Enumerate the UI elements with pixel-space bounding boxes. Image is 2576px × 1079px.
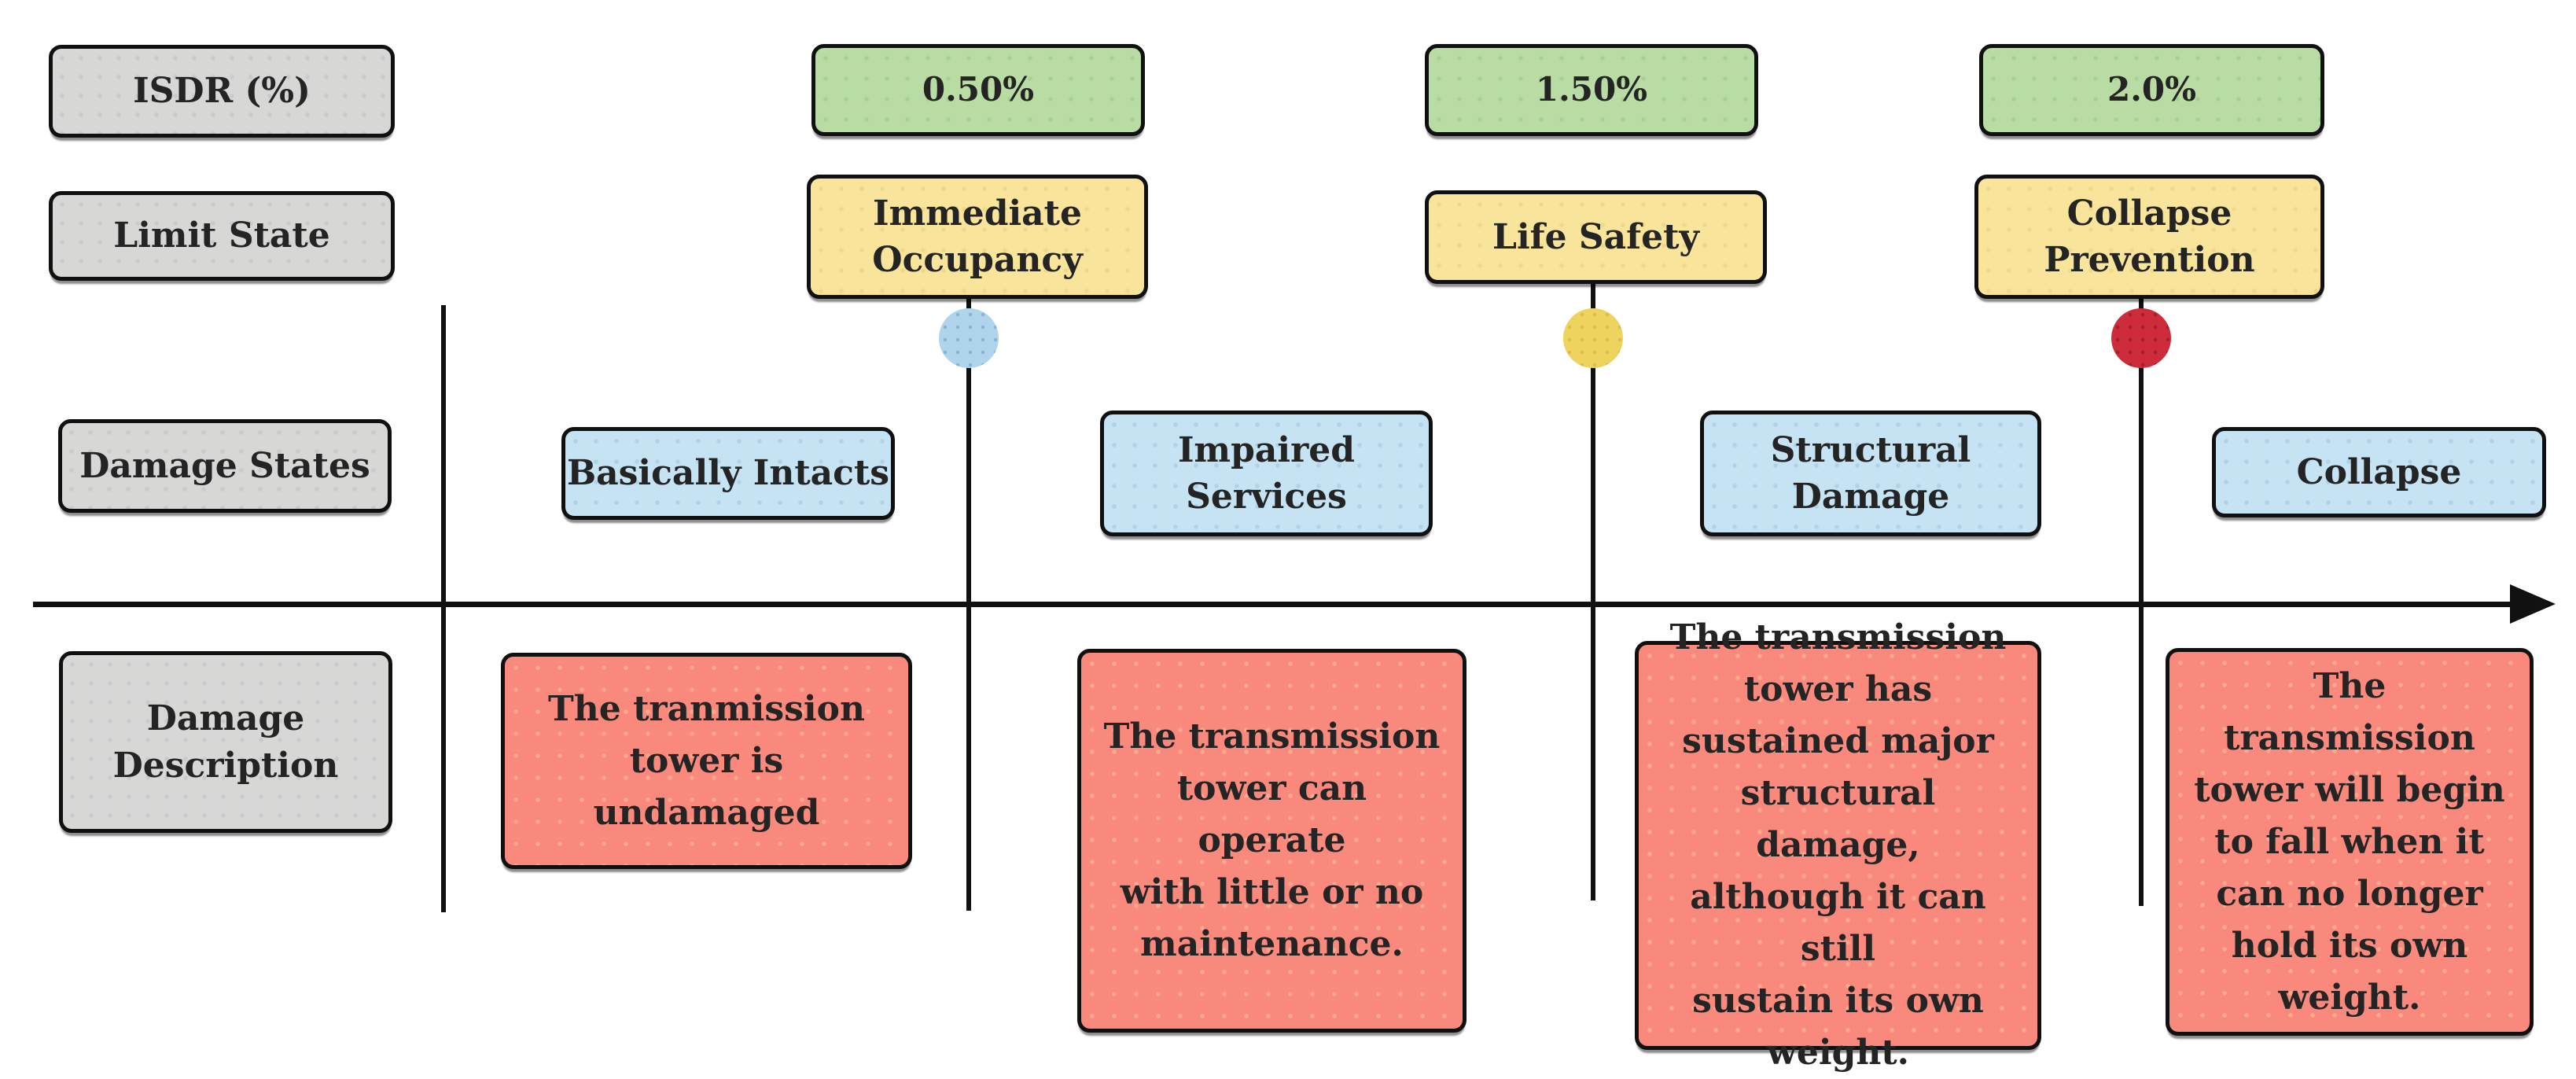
limit-state-collapse-prevention: Collapse Prevention	[1974, 175, 2324, 299]
limit-state-immediate-occupancy: Immediate Occupancy	[807, 175, 1148, 299]
damage-state-basically-intacts: Basically Intacts	[561, 427, 895, 520]
isdr-axis-arrowhead-icon	[2510, 584, 2556, 624]
damage-state-structural-damage: Structural Damage	[1700, 411, 2041, 536]
marker-dot-collapse-prevention	[2111, 308, 2171, 368]
row-label-damage-description: Damage Description	[59, 651, 392, 833]
isdr-value-3: 2.0%	[1979, 44, 2324, 136]
left-divider-line	[441, 305, 446, 912]
damage-state-impaired-services: Impaired Services	[1100, 411, 1433, 536]
damage-state-collapse: Collapse	[2212, 427, 2546, 517]
isdr-value-1: 0.50%	[811, 44, 1145, 136]
damage-description-3: The transmission tower has sustained maj…	[1635, 617, 2041, 1073]
marker-line-life-safety	[1591, 284, 1595, 900]
isdr-axis-line	[33, 602, 2518, 607]
limit-state-life-safety: Life Safety	[1425, 190, 1767, 284]
damage-description-2: The transmission tower can operate with …	[1077, 649, 1466, 1033]
damage-description-4: The transmission tower will begin to fal…	[2166, 648, 2534, 1036]
marker-dot-life-safety	[1563, 308, 1623, 368]
marker-dot-immediate-occupancy	[939, 308, 999, 368]
row-label-isdr: ISDR (%)	[49, 45, 395, 138]
isdr-value-2: 1.50%	[1425, 44, 1758, 136]
row-label-limit-state: Limit State	[49, 191, 395, 281]
damage-description-1: The tranmission tower is undamaged	[501, 653, 912, 869]
row-label-damage-states: Damage States	[58, 419, 392, 513]
